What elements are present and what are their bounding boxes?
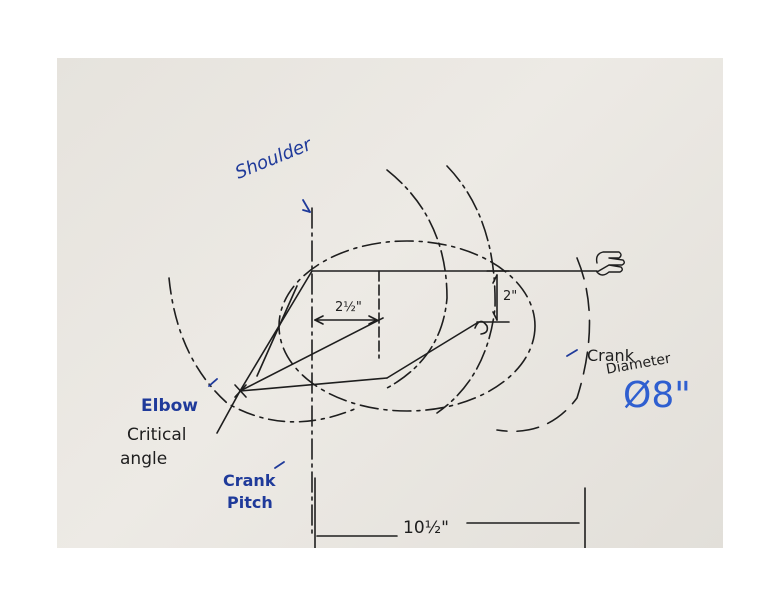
upper-arm-line-2: [256, 285, 298, 377]
hand-reach-arc: [496, 257, 591, 433]
upper-arm-line-1: [239, 270, 313, 392]
crank-circle: [278, 240, 536, 412]
dim-offset-arrow-right: [368, 315, 378, 321]
elbow-mark-b: [234, 384, 247, 398]
shoulder-arrow-head: [302, 209, 311, 213]
elbow-swing-arc: [168, 277, 358, 423]
crank-handle: [474, 320, 489, 335]
shoulder-arc-2: [436, 165, 496, 414]
crank-pitch-arrow: [274, 461, 285, 469]
crank-pitch-label-line2: Pitch: [227, 493, 273, 512]
dim-offset-arrow-left: [314, 315, 324, 321]
dim-offset-arrow-left2: [314, 319, 324, 325]
mechanism-sketch: [168, 165, 625, 548]
whiteboard: Shoulder Elbow Critical angle Crank Pitc…: [57, 58, 723, 548]
crank-diameter-value: Ø8": [623, 375, 691, 416]
forearm-critical-line: [239, 317, 384, 392]
crank-diameter-label-line1: Crank: [587, 346, 634, 365]
elbow-arrow: [208, 378, 218, 387]
dim-reach-value: 10½": [403, 518, 449, 538]
dim-offset-value: 2½": [335, 300, 362, 315]
critical-angle-label-line1: Critical: [127, 425, 187, 445]
dim-offset-arrow-right2: [368, 319, 378, 325]
dim-height-value: 2": [503, 289, 518, 304]
crank-pitch-label-line1: Crank: [223, 471, 276, 490]
shoulder-arc-1: [386, 169, 448, 389]
critical-angle-label-line2: angle: [120, 449, 168, 469]
crank-diameter-arrow: [566, 349, 578, 357]
shoulder-arrow: [302, 199, 311, 213]
hand-icon: [595, 251, 625, 276]
crank-radius-line: [386, 322, 478, 379]
elbow-label: Elbow: [141, 396, 198, 416]
elbow-leader: [216, 390, 241, 434]
